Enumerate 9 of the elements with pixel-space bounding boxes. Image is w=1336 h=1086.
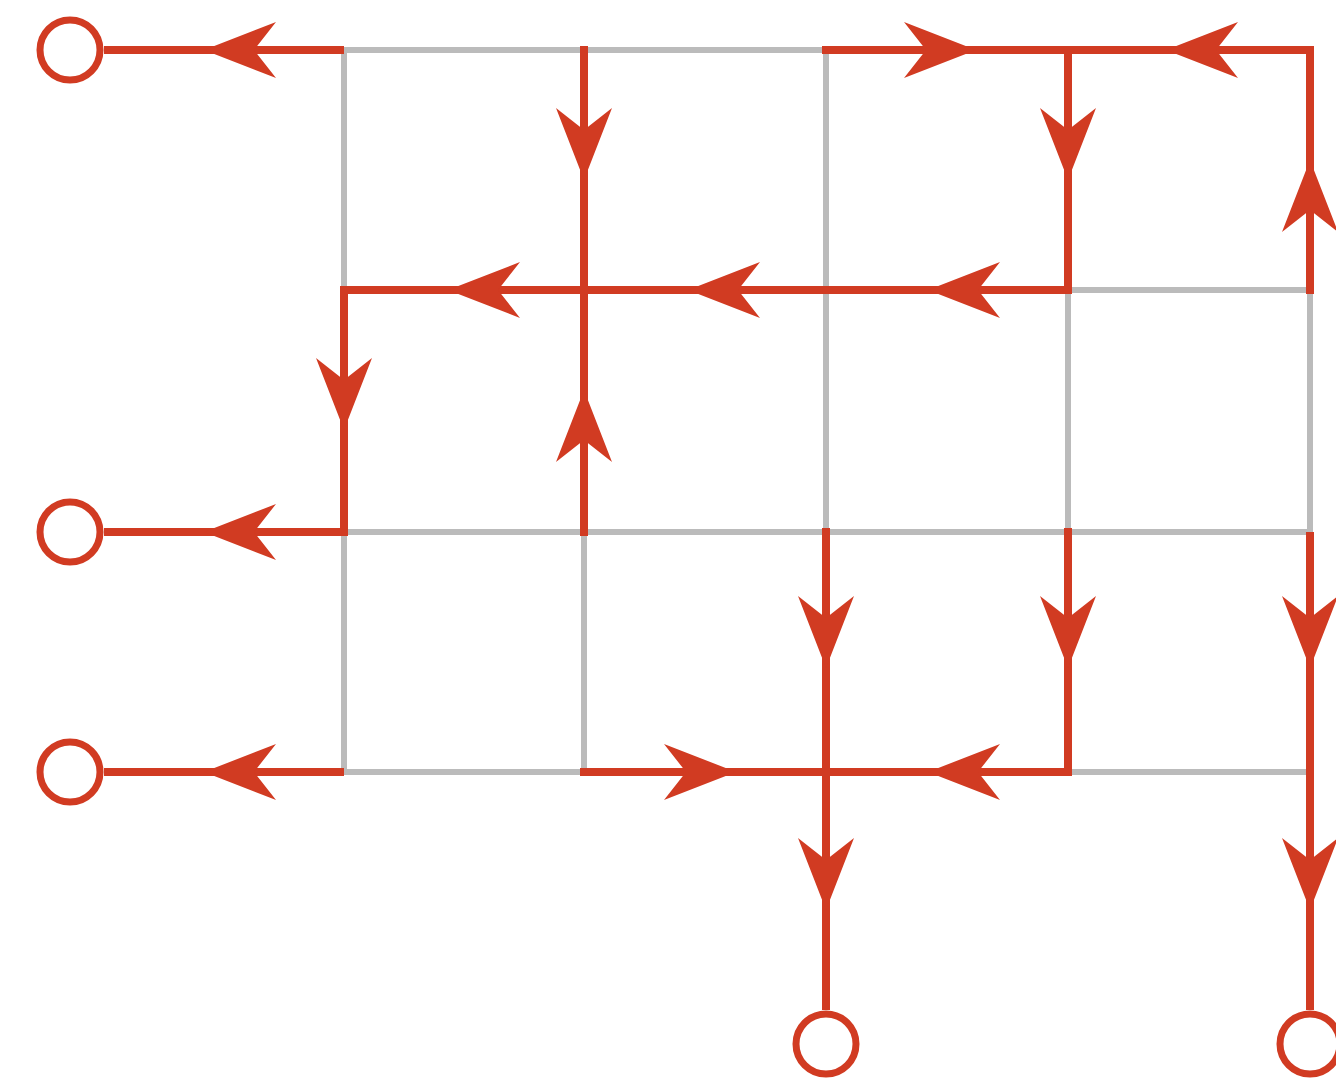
terminal-circle — [790, 1008, 862, 1080]
terminal-circle — [34, 496, 106, 568]
arrow — [100, 504, 344, 560]
arrow — [100, 744, 348, 800]
arrow — [1282, 528, 1336, 1014]
arrow — [100, 22, 348, 78]
terminal-circle — [34, 14, 106, 86]
arrow — [798, 772, 854, 1014]
terminal-circle — [34, 736, 106, 808]
